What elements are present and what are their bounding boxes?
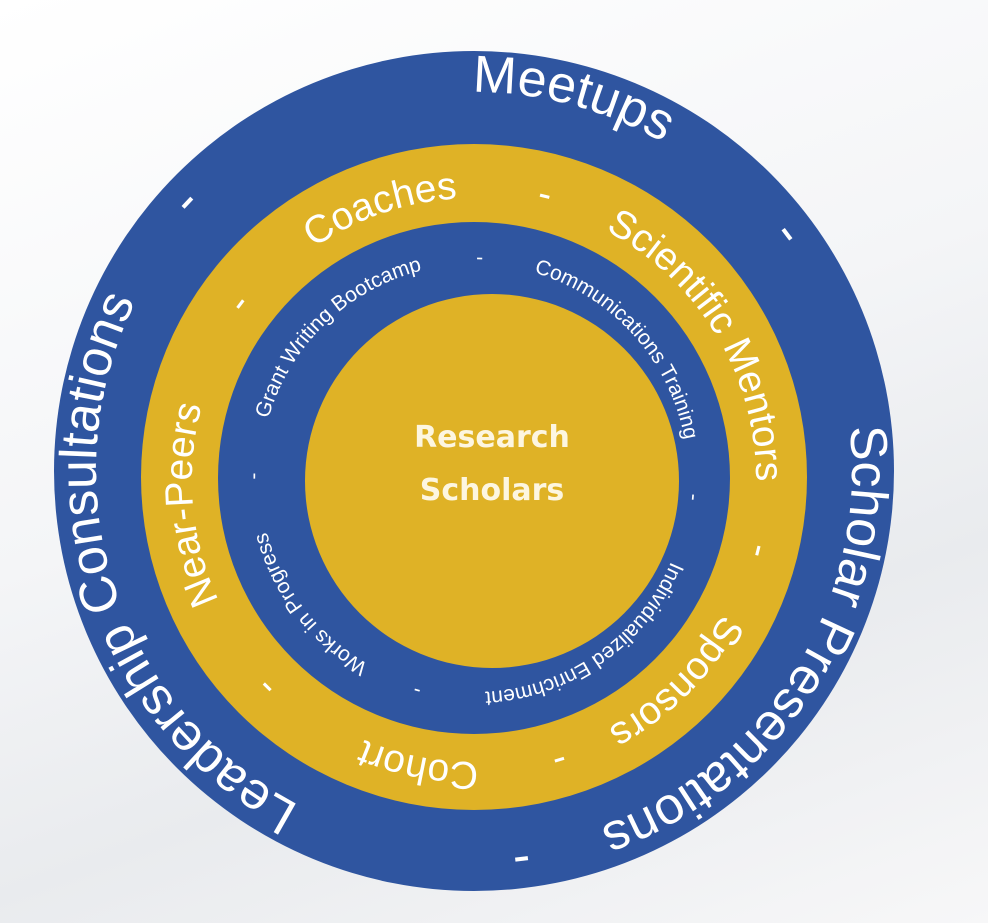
inner-ring-item: - [242, 473, 265, 480]
inner-ring-label: - [242, 473, 265, 480]
center-label-line1: Research [414, 420, 570, 455]
inner-ring-item: - [682, 493, 706, 502]
inner-ring-label: - [682, 493, 706, 502]
center-circle [305, 294, 679, 668]
center-label-line2: Scholars [420, 473, 565, 508]
inner-ring-item: - [476, 246, 484, 269]
inner-ring-label: - [476, 246, 484, 269]
